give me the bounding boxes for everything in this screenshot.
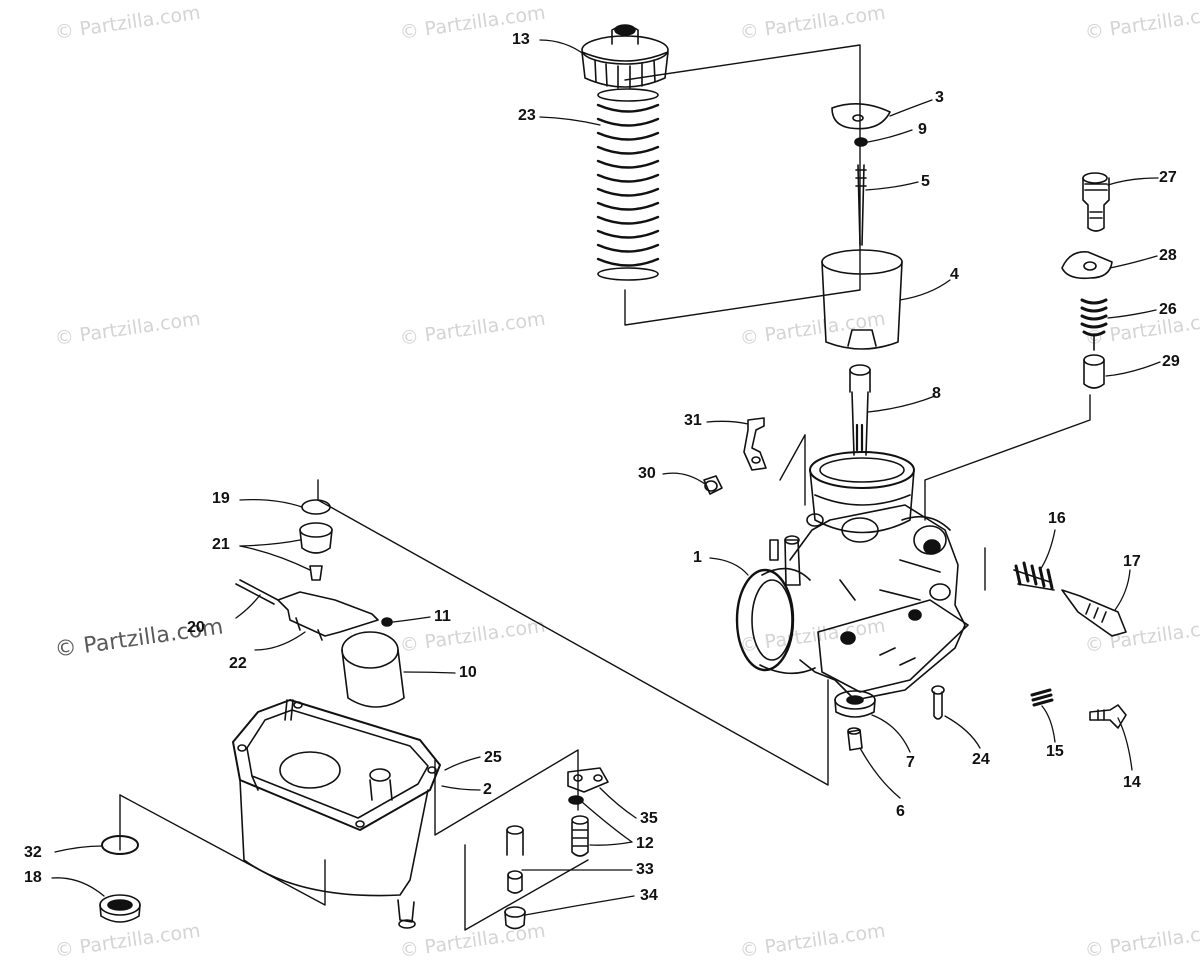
part-7-nut [834,690,876,718]
callout-4: 4 [950,266,959,283]
part-6-main-jet [847,727,863,751]
callout-29: 29 [1162,353,1180,370]
callout-26: 26 [1159,301,1177,318]
callout-32: 32 [24,844,42,861]
part-28-plate [1061,251,1113,280]
callout-25: 25 [484,749,502,766]
part-4-throttle-slide [821,249,903,350]
callout-8: 8 [932,385,941,402]
part-31-bracket [743,417,767,471]
part-22-float-arm [277,591,379,641]
callout-16: 16 [1048,510,1066,527]
callout-12: 12 [636,835,654,852]
callout-35: 35 [640,810,658,827]
callout-28: 28 [1159,247,1177,264]
callout-23: 23 [518,107,536,124]
callout-3: 3 [935,89,944,106]
part-26-spring [1080,298,1108,351]
part-1-carburetor-body [735,451,969,701]
part-3-clip-plate [831,103,891,130]
part-13-cap [581,24,669,89]
callout-9: 9 [918,121,927,138]
callout-24: 24 [972,751,990,768]
part-34-screw [504,906,526,930]
part-30-screw [703,475,723,495]
callout-34: 34 [640,887,658,904]
part-35-plate [567,767,609,793]
callout-21: 21 [212,536,230,553]
callout-19: 19 [212,490,230,507]
callout-7: 7 [906,754,915,771]
callout-33: 33 [636,861,654,878]
part-23-spring [596,88,660,281]
part-17-screw [1061,589,1127,637]
part-14-screw [1089,704,1127,729]
callout-2: 2 [483,781,492,798]
callout-31: 31 [684,412,702,429]
callout-14: 14 [1123,774,1141,791]
part-11-ball [381,617,393,627]
part-33-jet [506,825,524,894]
part-27-fitting [1082,172,1110,232]
callout-18: 18 [24,869,42,886]
callout-leaders [51,39,1161,916]
part-9-clip [854,137,868,147]
part-24-screw [931,685,945,720]
part-20-pin [235,579,279,605]
part-15-spring [1030,688,1054,707]
assembly-guide-lines [119,44,1091,931]
part-29-jet [1083,354,1105,389]
callout-20: 20 [187,619,205,636]
callout-27: 27 [1159,169,1177,186]
part-16-spring [1013,561,1055,591]
part-18-plug [99,894,141,923]
callout-15: 15 [1046,743,1064,760]
callout-1: 1 [693,549,702,566]
part-32-oring [101,835,139,855]
callout-10: 10 [459,664,477,681]
callout-13: 13 [512,31,530,48]
part-2-float-bowl [232,699,441,929]
callout-30: 30 [638,465,656,482]
part-12-washer-screw [568,795,589,857]
part-10-float [341,631,405,708]
callout-17: 17 [1123,553,1141,570]
part-21-needle-valve [299,522,333,581]
callout-22: 22 [229,655,247,672]
part-5-needle [855,164,867,246]
part-19-washer [301,499,331,515]
part-8-needle-jet [849,364,871,456]
callout-11: 11 [434,608,451,625]
callout-5: 5 [921,173,930,190]
callout-6: 6 [896,803,905,820]
